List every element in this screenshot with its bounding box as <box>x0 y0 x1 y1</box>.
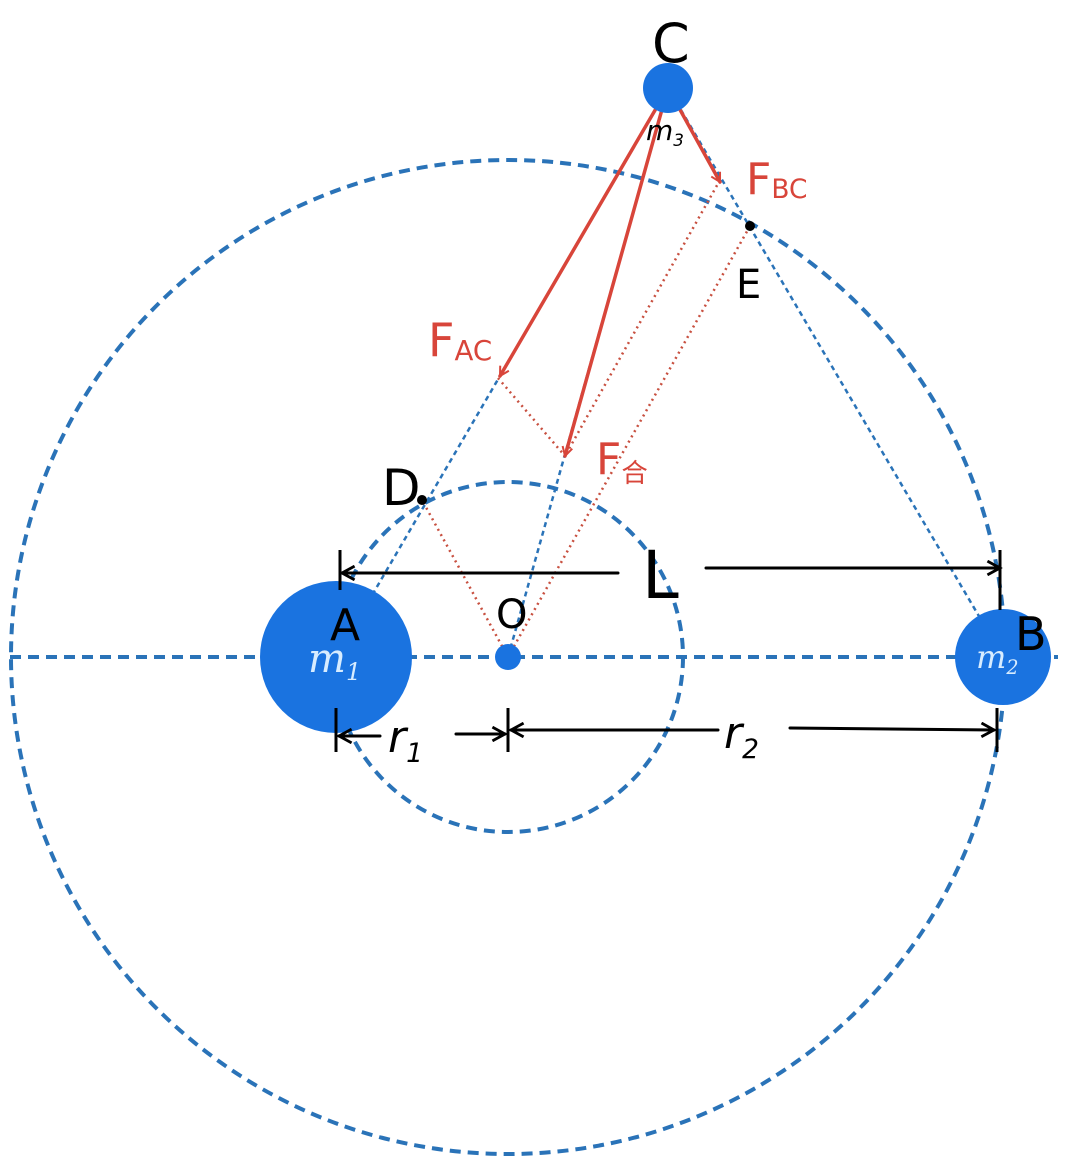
label-m3: m3 <box>646 114 684 150</box>
label-m2: m2 <box>976 638 1019 679</box>
label-fnet: F合 <box>596 434 648 489</box>
label-o: O <box>496 592 527 638</box>
label-e: E <box>736 262 761 308</box>
label-a: A <box>330 600 360 651</box>
label-r1: r1 <box>388 712 423 769</box>
line-ac <box>334 87 670 658</box>
force-fac-arrow <box>498 86 670 376</box>
line-bc <box>666 87 1005 658</box>
center-o <box>495 644 521 670</box>
star-m2 <box>955 609 1051 705</box>
construction-o-e <box>506 225 752 658</box>
label-d: D <box>382 459 421 517</box>
point-e <box>745 221 755 231</box>
r2-arrow-right <box>788 728 994 730</box>
label-fac: FAC <box>428 313 492 367</box>
label-l: L <box>642 537 679 614</box>
force-net-arrow <box>565 86 670 456</box>
star-m1 <box>260 581 412 733</box>
point-d <box>417 495 427 505</box>
body-m3 <box>643 63 693 113</box>
label-b: B <box>1015 607 1047 661</box>
label-r2: r2 <box>724 708 759 765</box>
label-m1: m1 <box>308 636 361 686</box>
label-fbc: FBC <box>746 154 807 205</box>
label-c: C <box>652 12 690 75</box>
construction-fac-fnet <box>497 377 566 457</box>
